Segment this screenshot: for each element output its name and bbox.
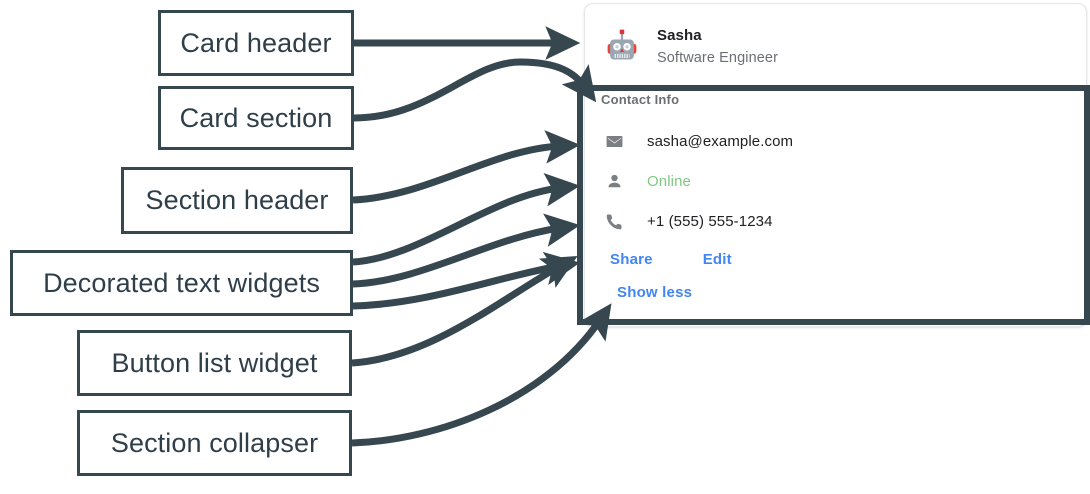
arrow-decorated-text-1 <box>352 172 581 266</box>
callout-label: Card section <box>179 102 333 133</box>
button-list-widget: Share Edit <box>585 241 1086 277</box>
profile-card: Sasha Software Engineer Contact Info sas… <box>584 3 1087 327</box>
callout-label: Section collapser <box>110 427 319 458</box>
section-collapser[interactable]: Show less <box>585 277 1086 307</box>
card-section: Contact Info sasha@example.com <box>585 76 1086 307</box>
arrow-section-collapser <box>351 303 612 447</box>
callout-label: Decorated text widgets <box>43 267 320 298</box>
section-collapser-label[interactable]: Show less <box>617 283 693 301</box>
callout-section-header: Section header <box>121 167 353 234</box>
callout-button-list-widget: Button list widget <box>77 330 352 396</box>
card-header: Sasha Software Engineer <box>585 4 1086 76</box>
callout-card-section: Card section <box>158 86 354 150</box>
phone-icon <box>605 212 627 231</box>
arrow-decorated-text-2 <box>352 213 581 288</box>
arrow-button-list <box>351 255 578 367</box>
arrow-section-header <box>352 130 581 204</box>
decorated-text-widget-phone[interactable]: +1 (555) 555-1234 <box>585 201 1086 241</box>
robot-icon <box>600 25 644 69</box>
arrow-card-section <box>353 58 597 122</box>
callout-decorated-text-widgets: Decorated text widgets <box>10 250 353 316</box>
email-icon <box>605 132 627 151</box>
card-header-subtitle: Software Engineer <box>657 50 778 66</box>
arrow-decorated-text-3 <box>352 251 581 310</box>
callout-label: Card header <box>180 27 332 58</box>
card-header-title: Sasha <box>657 27 702 44</box>
status-badge: Online <box>647 172 691 190</box>
edit-button[interactable]: Edit <box>702 250 732 268</box>
card-header-text: Sasha Software Engineer <box>657 27 778 66</box>
callout-label: Section header <box>145 185 329 215</box>
callout-section-collapser: Section collapser <box>77 410 352 476</box>
decorated-text-widget-email[interactable]: sasha@example.com <box>585 121 1086 161</box>
decorated-text-value: sasha@example.com <box>647 132 794 150</box>
callout-card-header: Card header <box>158 10 354 76</box>
decorated-text-widget-status[interactable]: Online <box>585 161 1086 201</box>
section-header: Contact Info <box>601 92 680 107</box>
callout-label: Button list widget <box>111 347 318 378</box>
share-button[interactable]: Share <box>610 250 653 268</box>
decorated-text-value: +1 (555) 555-1234 <box>647 212 773 230</box>
person-icon <box>605 172 627 191</box>
